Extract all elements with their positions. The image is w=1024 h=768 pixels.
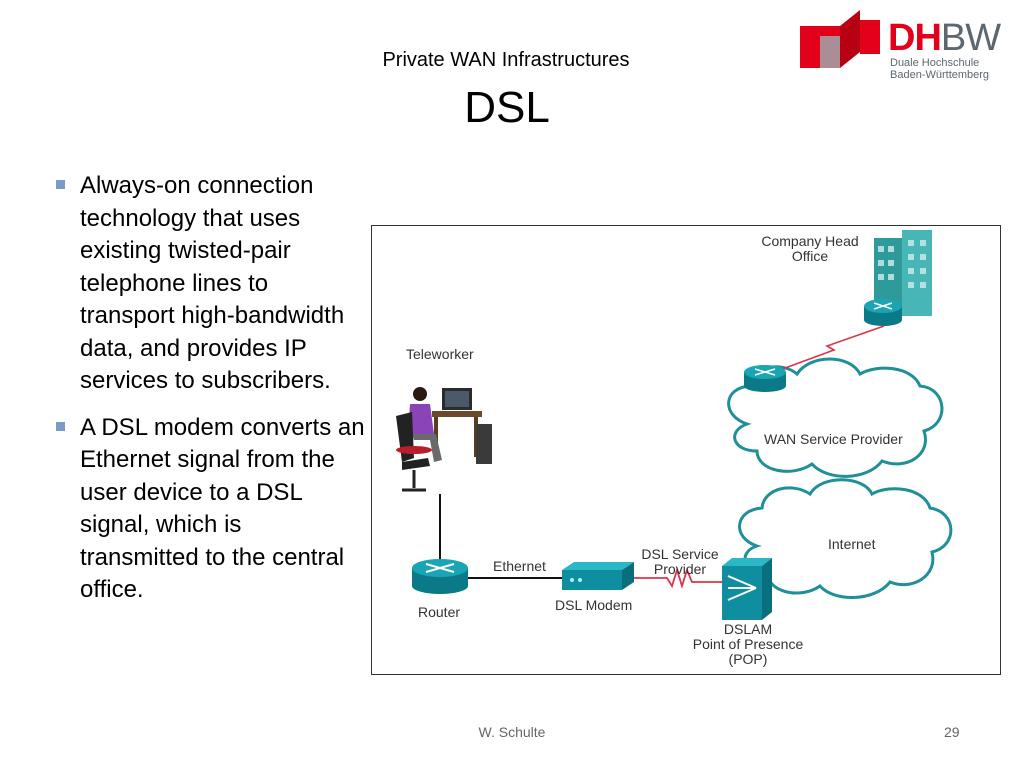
- label-router: Router: [418, 604, 461, 620]
- dhbw-logo-mark-icon: [800, 10, 880, 68]
- label-dsl-modem: DSL Modem: [555, 597, 633, 613]
- logo-wordmark: DHBW: [888, 17, 1001, 59]
- dslam-icon: [722, 558, 772, 620]
- bullet-item: A DSL modem converts an Ethernet signal …: [56, 412, 366, 607]
- serial-link-wan: [776, 325, 885, 372]
- dsl-modem-icon: [562, 562, 634, 590]
- label-internet: Internet: [828, 536, 876, 552]
- bullet-item: Always-on connection technology that use…: [56, 170, 366, 398]
- label-ethernet: Ethernet: [493, 558, 546, 574]
- label-wan-service-provider: WAN Service Provider: [764, 431, 903, 447]
- router-icon: [412, 559, 468, 594]
- footer-author: W. Schulte: [478, 724, 546, 740]
- logo-subtitle: Duale Hochschule Baden-Württemberg: [890, 57, 990, 81]
- label-dslam-pop: DSLAM Point of Presence (POP): [692, 621, 804, 667]
- company-router-icon: [864, 299, 902, 326]
- teleworker-icon: [396, 387, 492, 492]
- slide-subtitle: Private WAN Infrastructures: [382, 49, 630, 71]
- slide-title: DSL: [464, 83, 550, 132]
- wan-edge-router-icon: [744, 365, 786, 392]
- label-teleworker: Teleworker: [406, 346, 474, 362]
- bullet-square-icon: [56, 421, 65, 431]
- bullet-square-icon: [56, 180, 65, 189]
- label-dsl-service-provider: DSL Service Provider: [641, 546, 719, 577]
- footer-page-number: 29: [944, 724, 960, 740]
- label-company-head-office: Company Head Office: [761, 233, 859, 264]
- dsl-network-diagram: Company Head Office Teleworker WAN Servi…: [371, 225, 1001, 675]
- dsl-link: [634, 566, 722, 590]
- bullet-list: Always-on connection technology that use…: [56, 170, 366, 621]
- internet-cloud: [738, 478, 953, 599]
